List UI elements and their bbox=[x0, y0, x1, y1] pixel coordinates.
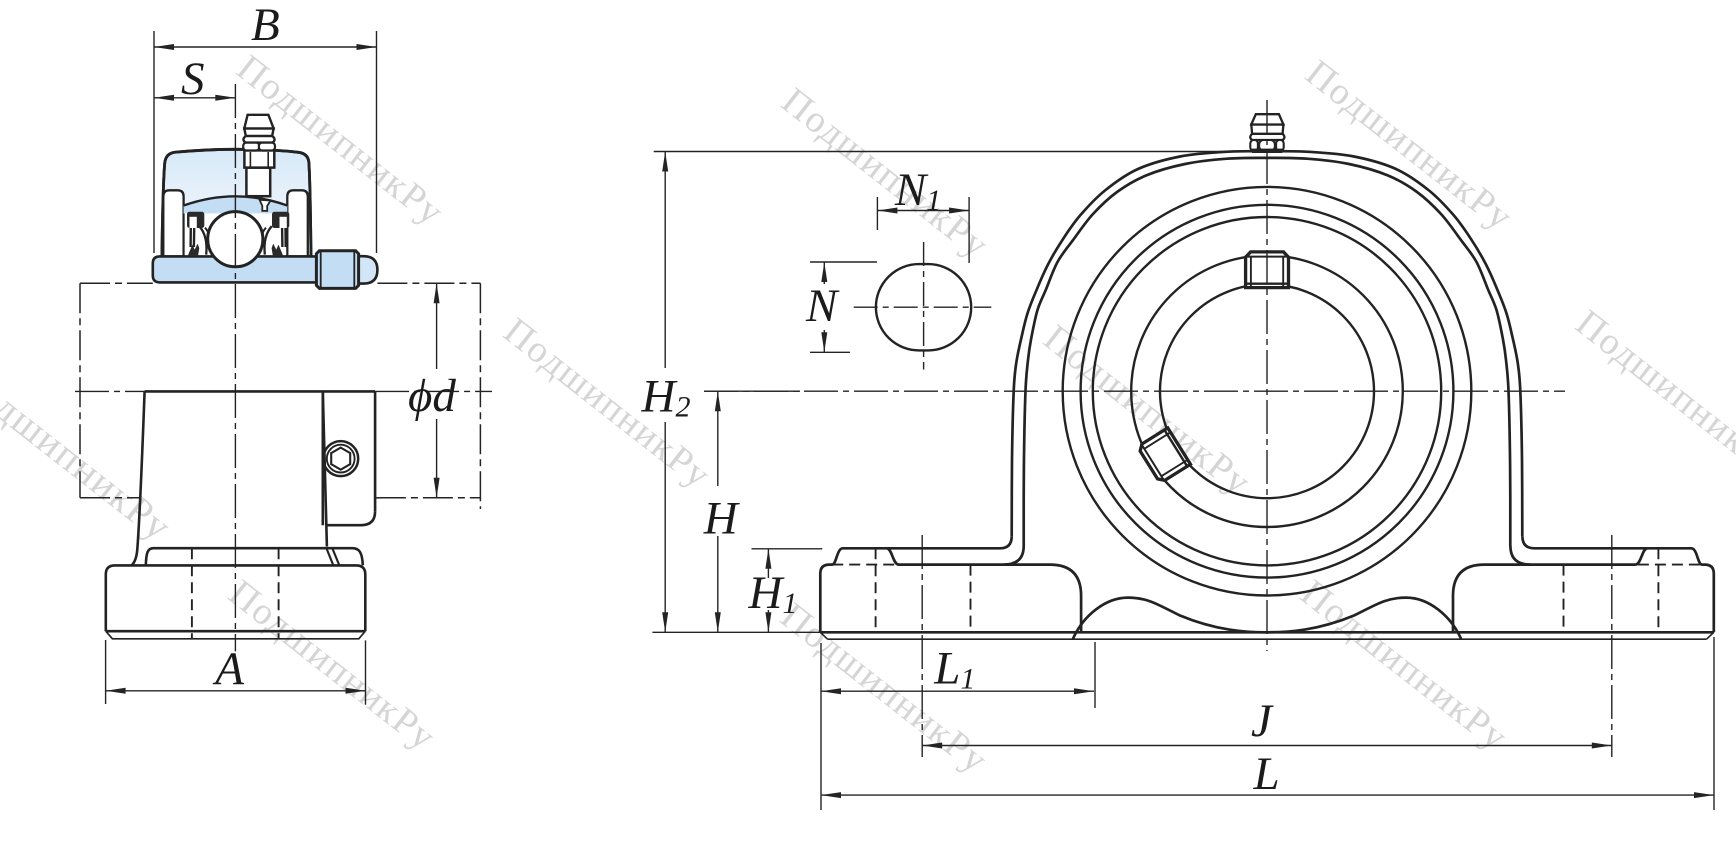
svg-text:H: H bbox=[703, 493, 741, 545]
svg-text:ПодшипникРу: ПодшипникРу bbox=[1298, 52, 1521, 239]
svg-text:B: B bbox=[251, 0, 280, 51]
svg-text:ПодшипникРу: ПодшипникРу bbox=[1036, 317, 1259, 504]
svg-text:N: N bbox=[805, 280, 840, 332]
svg-text:A: A bbox=[212, 643, 244, 695]
svg-text:ПодшипникРу: ПодшипникРу bbox=[221, 572, 444, 759]
svg-text:H2: H2 bbox=[641, 371, 691, 424]
svg-text:ПодшипникРу: ПодшипникРу bbox=[1293, 572, 1516, 759]
svg-text:ПодшипникРу: ПодшипникРу bbox=[774, 80, 997, 267]
svg-text:L: L bbox=[1253, 748, 1280, 800]
svg-text:L1: L1 bbox=[933, 643, 975, 696]
svg-text:H1: H1 bbox=[748, 567, 798, 620]
svg-text:N1: N1 bbox=[894, 164, 941, 217]
svg-text:ПодшипникРу: ПодшипникРу bbox=[0, 353, 181, 550]
svg-text:J: J bbox=[1251, 695, 1274, 747]
svg-text:ϕd: ϕd bbox=[408, 370, 456, 422]
svg-text:S: S bbox=[181, 53, 205, 105]
svg-text:ПодшипникРу: ПодшипникРу bbox=[1568, 302, 1736, 489]
